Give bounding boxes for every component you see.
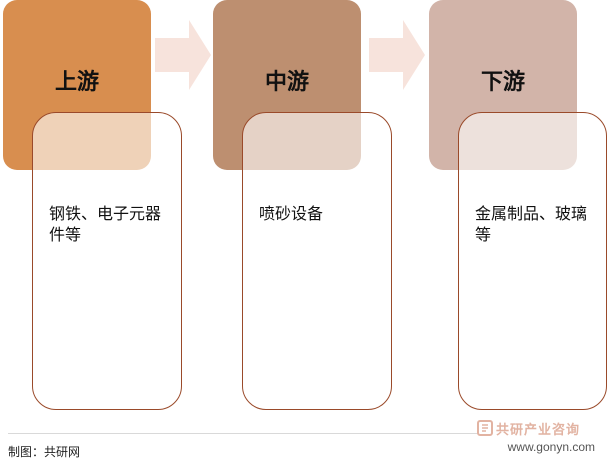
website-url: www.gonyn.com <box>507 440 595 454</box>
downstream-detail-box: 金属制品、玻璃等 <box>458 112 607 410</box>
midstream-title: 中游 <box>264 70 309 95</box>
downstream-title: 下游 <box>480 70 525 95</box>
logo-mark-icon <box>477 420 493 436</box>
footer-divider <box>8 433 478 434</box>
midstream-detail-box: 喷砂设备 <box>242 112 392 410</box>
flow-arrow-icon <box>369 20 425 90</box>
upstream-title: 上游 <box>54 70 99 95</box>
flow-arrow-icon <box>155 20 211 90</box>
upstream-detail-text: 钢铁、电子元器件等 <box>49 204 162 244</box>
midstream-detail-text: 喷砂设备 <box>259 204 324 223</box>
source-note: 制图：共研网 <box>8 445 81 459</box>
upstream-detail-box: 钢铁、电子元器件等 <box>32 112 182 410</box>
downstream-detail-text: 金属制品、玻璃等 <box>475 204 588 244</box>
watermark-logo: 共研产业咨询 <box>477 419 595 441</box>
logo-text: 共研产业咨询 <box>496 423 581 438</box>
